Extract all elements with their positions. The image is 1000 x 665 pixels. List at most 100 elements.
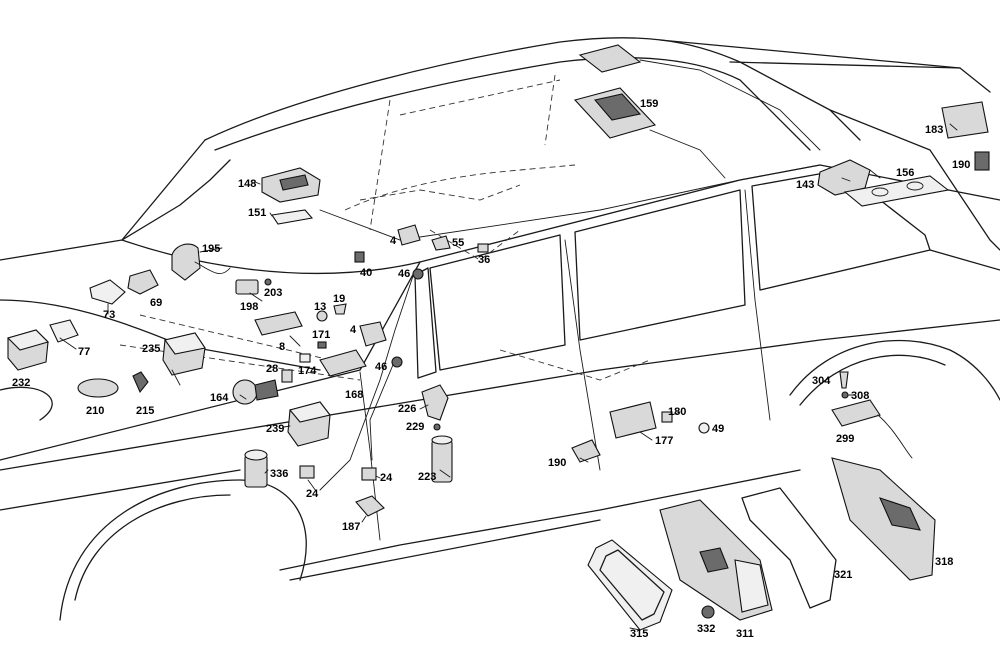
label-19: 19	[333, 293, 345, 305]
label-24a: 24	[306, 488, 319, 500]
label-148: 148	[238, 178, 256, 190]
label-69: 69	[150, 297, 162, 309]
part-299-license-lamp	[831, 399, 913, 459]
parts	[6, 44, 990, 631]
label-190a: 190	[952, 159, 970, 171]
part-311-tail-light	[659, 499, 773, 621]
label-77: 77	[78, 346, 90, 358]
part-28-clip	[281, 369, 293, 383]
label-55: 55	[452, 237, 464, 249]
part-159-dome-lamp	[573, 87, 657, 139]
label-168: 168	[345, 389, 363, 401]
part-183-lamp	[941, 101, 989, 139]
part-336-motor	[244, 449, 268, 488]
label-46b: 46	[375, 361, 387, 373]
part-168-lamp	[319, 349, 367, 377]
label-229: 229	[406, 421, 424, 433]
label-40: 40	[360, 267, 372, 279]
part-4a-switch	[359, 321, 387, 347]
label-311: 311	[736, 628, 754, 640]
leader-lines	[59, 123, 958, 631]
part-8-switch-panel	[254, 311, 303, 336]
part-55-cover	[431, 235, 451, 251]
label-332: 332	[697, 623, 715, 635]
part-number-labels: 148 151 195 203 198 73 69 77 232 235 210…	[12, 98, 970, 640]
label-143: 143	[796, 179, 814, 191]
part-195-relay	[171, 243, 231, 281]
label-8: 8	[279, 341, 285, 353]
part-19-cap	[333, 303, 347, 315]
label-308: 308	[851, 390, 869, 402]
part-177-lamp	[609, 401, 657, 439]
part-156-plate	[843, 175, 950, 207]
part-151-lens	[271, 209, 314, 225]
part-304-screw	[839, 371, 849, 389]
label-336: 336	[270, 468, 288, 480]
label-318: 318	[935, 556, 953, 568]
label-239: 239	[266, 423, 284, 435]
label-4b: 4	[390, 235, 397, 247]
label-49: 49	[712, 423, 724, 435]
part-13-grommet	[316, 310, 328, 322]
label-164: 164	[210, 392, 229, 404]
part-73-bracket	[89, 279, 126, 305]
label-321: 321	[834, 569, 852, 581]
part-223-lighter	[431, 435, 453, 483]
part-198-switch	[235, 279, 259, 295]
part-77-bracket	[49, 319, 79, 343]
part-332-nut	[701, 605, 715, 619]
part-180-clip	[661, 411, 673, 423]
part-239-relay	[287, 401, 331, 447]
part-232-relay	[6, 329, 50, 371]
label-215: 215	[136, 405, 154, 417]
part-318-housing	[831, 457, 936, 581]
car-body-outline	[0, 37, 1000, 621]
part-69-relay	[127, 269, 159, 295]
label-36: 36	[478, 254, 490, 266]
part-164-horn	[232, 379, 279, 405]
part-315-lens-frame	[587, 539, 673, 631]
label-156: 156	[896, 167, 914, 179]
label-315: 315	[630, 628, 648, 640]
part-215-switch	[132, 371, 149, 394]
part-203-screw	[264, 278, 272, 286]
label-46a: 46	[398, 268, 410, 280]
label-174: 174	[298, 365, 317, 377]
label-28: 28	[266, 363, 278, 375]
part-24b-connector	[361, 467, 377, 481]
label-159: 159	[640, 98, 658, 110]
label-190b: 190	[548, 457, 566, 469]
label-232: 232	[12, 377, 30, 389]
label-226: 226	[398, 403, 416, 415]
part-229-ring	[433, 423, 441, 431]
part-46a-grommet	[412, 268, 424, 280]
part-210-lamp	[77, 378, 119, 398]
roof-lamp	[578, 44, 642, 73]
label-151: 151	[248, 207, 266, 219]
label-223: 223	[418, 471, 436, 483]
part-190a-switch	[974, 151, 990, 171]
label-304: 304	[812, 375, 831, 387]
part-49-grommet	[698, 422, 710, 434]
label-73: 73	[103, 309, 115, 321]
label-183: 183	[925, 124, 943, 136]
label-198: 198	[240, 301, 258, 313]
label-187: 187	[342, 521, 360, 533]
part-40-clip	[354, 251, 365, 263]
label-4a: 4	[350, 324, 357, 336]
label-299: 299	[836, 433, 854, 445]
part-148-interior-lamp	[261, 167, 321, 203]
part-24a-connector	[299, 465, 315, 479]
label-171: 171	[312, 329, 330, 341]
label-203: 203	[264, 287, 282, 299]
part-36-clip	[477, 243, 489, 253]
part-46b-grommet	[391, 356, 403, 368]
label-195: 195	[202, 243, 220, 255]
part-4b-switch	[397, 224, 421, 246]
label-24b: 24	[380, 472, 393, 484]
part-190b-switch	[571, 439, 601, 463]
part-171-clip	[317, 341, 327, 349]
part-308-washer	[841, 391, 849, 399]
label-13: 13	[314, 301, 326, 313]
